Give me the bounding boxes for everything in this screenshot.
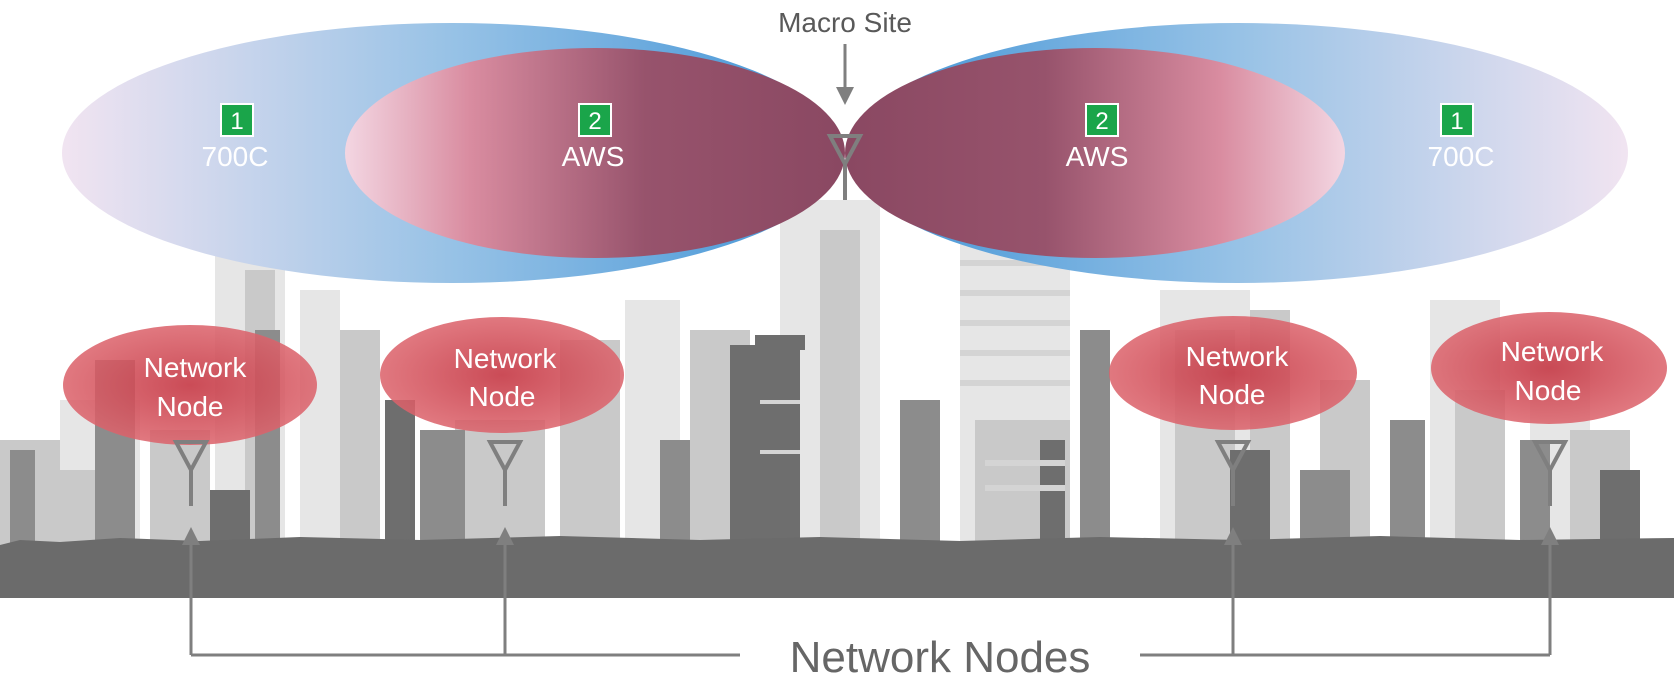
band-label: AWS <box>1066 141 1129 172</box>
network-nodes-caption: Network Nodes <box>790 633 1091 679</box>
node-antenna-icon <box>486 440 524 506</box>
city-skyline <box>0 200 1674 598</box>
node-label-line2: Node <box>157 391 224 422</box>
beam-label-3: 2 AWS <box>1066 103 1129 172</box>
node-coverage-ellipse <box>63 325 317 445</box>
network-node-4: Network Node <box>1431 312 1667 506</box>
beam-label-2: 2 AWS <box>562 103 625 172</box>
band-label: 700C <box>1428 141 1495 172</box>
band-badge-number: 2 <box>1095 108 1108 135</box>
network-nodes-connectors <box>182 527 1559 657</box>
node-label-line2: Node <box>1515 375 1582 406</box>
coverage-lobe-aws-right <box>845 48 1345 258</box>
node-label-line1: Network <box>144 352 248 383</box>
network-node-2: Network Node <box>380 317 624 506</box>
node-antenna-icon <box>172 440 210 506</box>
band-badge-number: 1 <box>1450 108 1463 135</box>
network-node-1: Network Node <box>63 325 317 506</box>
node-antenna-icon <box>1531 440 1569 506</box>
node-label-line1: Network <box>1501 336 1605 367</box>
band-badge <box>1085 103 1119 137</box>
beam-label-1: 1 700C <box>202 103 269 172</box>
band-badge <box>220 103 254 137</box>
coverage-lobe-aws-left <box>345 48 845 258</box>
band-label: 700C <box>202 141 269 172</box>
node-label-line1: Network <box>1186 341 1290 372</box>
band-badge <box>578 103 612 137</box>
band-badge-number: 1 <box>230 108 243 135</box>
band-label: AWS <box>562 141 625 172</box>
band-badge <box>1440 103 1474 137</box>
node-coverage-ellipse <box>1431 312 1667 424</box>
band-badge-number: 2 <box>588 108 601 135</box>
node-coverage-ellipse <box>1109 316 1357 430</box>
node-coverage-ellipse <box>380 317 624 433</box>
network-node-3: Network Node <box>1109 316 1357 506</box>
node-antenna-icon <box>1214 440 1252 506</box>
macro-coverage <box>62 23 1628 283</box>
macro-site-label: Macro Site <box>778 7 912 38</box>
macro-antenna-icon <box>826 134 864 200</box>
node-label-line2: Node <box>1199 379 1266 410</box>
node-label-line1: Network <box>454 343 558 374</box>
node-label-line2: Node <box>469 381 536 412</box>
beam-label-4: 1 700C <box>1428 103 1495 172</box>
